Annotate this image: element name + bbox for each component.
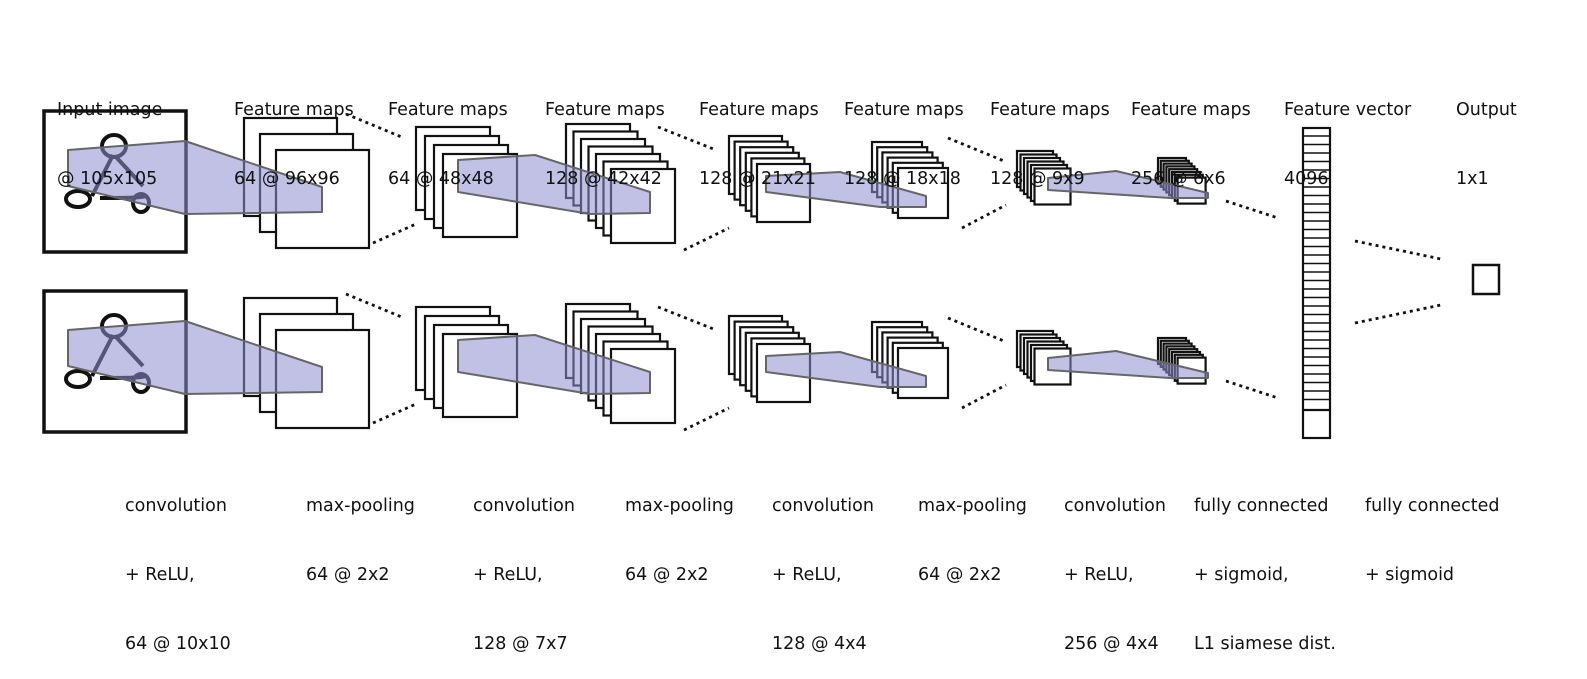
connector-line <box>345 292 405 320</box>
connector-line <box>657 305 717 332</box>
label-line: max-pooling <box>306 496 415 516</box>
label-line: 128 @ 18x18 <box>844 169 961 189</box>
input-sketch-loop <box>64 369 92 389</box>
label-line: 256 @ 6x6 <box>1131 169 1226 189</box>
label-line: + ReLU, <box>473 565 543 585</box>
connector-line <box>1225 379 1279 400</box>
connector-line <box>372 402 417 425</box>
label-line: + sigmoid <box>1365 565 1455 585</box>
label-maxpool-3: max-pooling 64 @ 2x2 <box>918 449 1027 610</box>
label-fc-l1: fully connected + sigmoid, L1 siamese di… <box>1194 449 1336 679</box>
label-line: fully connected <box>1365 496 1500 516</box>
conv-kernel <box>67 320 323 395</box>
label-input-image: Input image @ 105x105 <box>57 53 162 214</box>
connector-line <box>947 136 1005 163</box>
connector-line <box>961 383 1007 410</box>
label-feature-maps-5: Feature maps 128 @ 18x18 <box>844 53 964 214</box>
label-line: L1 siamese dist. <box>1194 634 1336 654</box>
conv-kernel <box>67 140 323 215</box>
label-conv-2: convolution + ReLU, 128 @ 7x7 <box>473 449 575 679</box>
output-node <box>1471 263 1501 296</box>
label-line: Feature maps <box>1131 100 1251 120</box>
label-output: Output 1x1 <box>1456 53 1517 214</box>
label-line: max-pooling <box>918 496 1027 516</box>
label-line: 4096 <box>1284 169 1329 189</box>
label-line: 64 @ 96x96 <box>234 169 340 189</box>
conv-kernel <box>765 351 927 388</box>
label-line: 64 @ 2x2 <box>918 565 1002 585</box>
connector-line <box>947 316 1005 343</box>
conv-kernel <box>1047 170 1209 199</box>
conv-kernel <box>457 334 651 395</box>
label-line: Feature maps <box>545 100 665 120</box>
label-feature-maps-3: Feature maps 128 @ 42x42 <box>545 53 665 214</box>
connector-line <box>1225 199 1279 220</box>
label-line: + ReLU, <box>125 565 195 585</box>
label-maxpool-1: max-pooling 64 @ 2x2 <box>306 449 415 610</box>
label-line: 128 @ 9x9 <box>990 169 1085 189</box>
label-line: Feature maps <box>234 100 354 120</box>
connector-line <box>657 125 717 152</box>
label-line: 128 @ 7x7 <box>473 634 568 654</box>
label-line: convolution <box>473 496 575 516</box>
label-feature-maps-1: Feature maps 64 @ 96x96 <box>234 53 354 214</box>
label-conv-4: convolution + ReLU, 256 @ 4x4 <box>1064 449 1166 679</box>
connector-line <box>683 226 730 252</box>
label-line: max-pooling <box>625 496 734 516</box>
label-line: Feature vector <box>1284 100 1412 120</box>
label-feature-maps-4: Feature maps 128 @ 21x21 <box>699 53 819 214</box>
label-feature-vector: Feature vector 4096 <box>1284 53 1411 214</box>
label-line: 128 @ 21x21 <box>699 169 816 189</box>
label-line: Output <box>1456 100 1517 120</box>
feature-vector <box>1301 126 1332 440</box>
conv-kernel <box>1047 350 1209 379</box>
label-line: Feature maps <box>844 100 964 120</box>
label-conv-3: convolution + ReLU, 128 @ 4x4 <box>772 449 874 679</box>
siamese-network-diagram <box>42 109 1501 440</box>
label-line: 128 @ 42x42 <box>545 169 662 189</box>
label-line: Feature maps <box>699 100 819 120</box>
label-conv-1: convolution + ReLU, 64 @ 10x10 <box>125 449 231 679</box>
label-line: Input image <box>57 100 163 120</box>
connector-line <box>961 203 1007 230</box>
connector-line <box>683 406 730 432</box>
label-feature-maps-6: Feature maps 128 @ 9x9 <box>990 53 1110 214</box>
label-feature-maps-2: Feature maps 64 @ 48x48 <box>388 53 508 214</box>
label-line: + ReLU, <box>772 565 842 585</box>
label-line: + sigmoid, <box>1194 565 1289 585</box>
label-line: 64 @ 10x10 <box>125 634 231 654</box>
label-line: @ 105x105 <box>57 169 158 189</box>
conv-kernel <box>457 154 651 215</box>
label-line: 1x1 <box>1456 169 1489 189</box>
label-maxpool-2: max-pooling 64 @ 2x2 <box>625 449 734 610</box>
label-line: Feature maps <box>990 100 1110 120</box>
label-line: fully connected <box>1194 496 1329 516</box>
connector-line <box>1354 303 1442 325</box>
label-line: 64 @ 2x2 <box>306 565 390 585</box>
label-line: convolution <box>125 496 227 516</box>
input-sketch-loop <box>64 189 92 209</box>
label-line: + ReLU, <box>1064 565 1134 585</box>
label-feature-maps-7: Feature maps 256 @ 6x6 <box>1131 53 1251 214</box>
feature-map <box>896 166 950 220</box>
connector-line <box>1354 239 1442 261</box>
label-line: 256 @ 4x4 <box>1064 634 1159 654</box>
label-line: 64 @ 2x2 <box>625 565 709 585</box>
connector-line <box>372 222 417 245</box>
conv-kernel <box>765 171 927 208</box>
label-line: 64 @ 48x48 <box>388 169 494 189</box>
label-line: convolution <box>1064 496 1166 516</box>
label-line: Feature maps <box>388 100 508 120</box>
label-line: convolution <box>772 496 874 516</box>
label-line: 128 @ 4x4 <box>772 634 867 654</box>
label-fc-sigmoid: fully connected + sigmoid <box>1365 449 1500 610</box>
